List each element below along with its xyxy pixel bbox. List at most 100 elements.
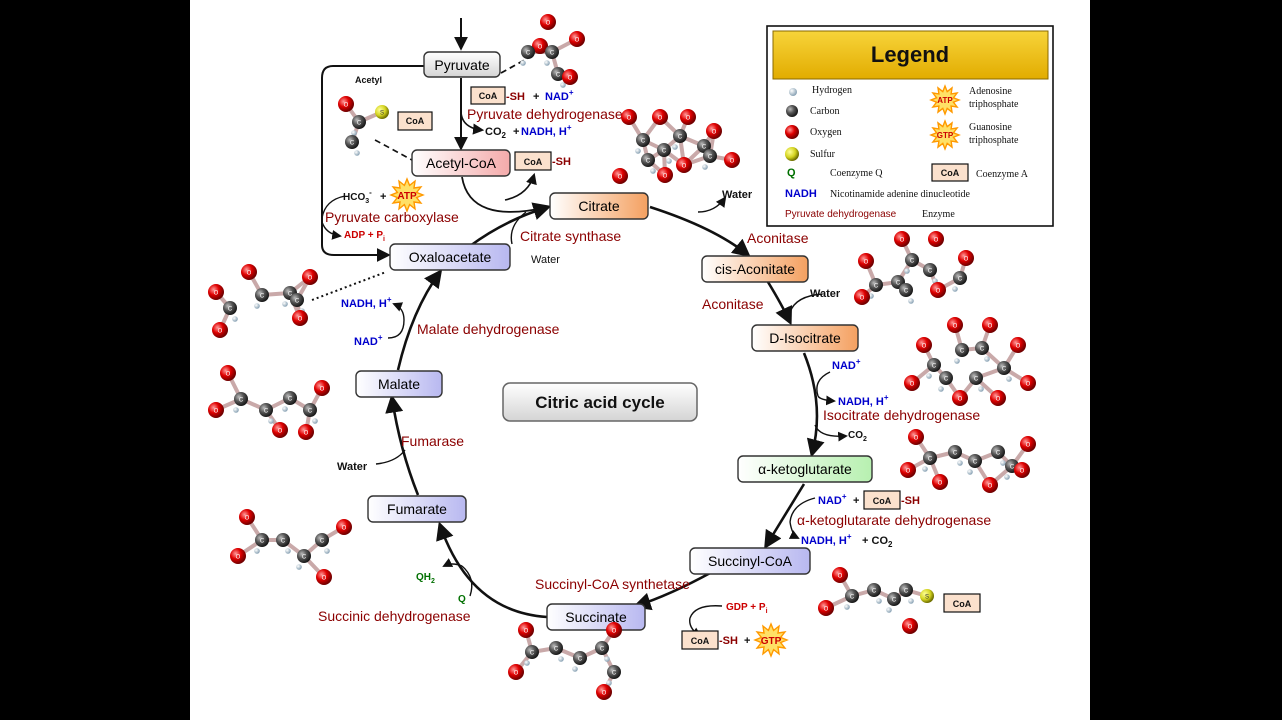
atom-label: C [260,539,265,545]
atom-label: O [988,484,993,490]
atom-label: O [1016,344,1021,350]
atom-label: O [612,629,617,635]
atom-label: C [872,589,877,595]
oxygen-atom [621,109,637,125]
metabolite-cis-aconitate-label: cis-Aconitate [715,261,795,277]
hydrogen-atom [254,303,260,309]
metabolite-d-isocitrate[interactable]: D-Isocitrate [751,324,859,352]
legend-gtp-line2: triphosphate [969,135,1019,146]
atom-label: C [239,398,244,404]
arrow-nadh-out-mdh [392,302,405,321]
atom-label: C [288,397,293,403]
oxygen-atom [338,96,354,112]
metabolite-fumarate[interactable]: Fumarate [367,495,467,523]
metabolite-acetyl-coa[interactable]: Acetyl-CoA [411,149,511,177]
oxygen-atom [220,365,236,381]
oxygen-atom [314,380,330,396]
label-nad-mdh: NAD+ [354,333,383,348]
hydrogen-atom [282,406,288,412]
carbon-atom [259,403,273,417]
metabolite-cis-aconitate[interactable]: cis-Aconitate [701,255,809,283]
oxygen-atom [1020,436,1036,452]
carbon-atom [283,391,297,405]
metabolite-malate[interactable]: Malate [355,370,443,398]
arrow-q-in-sdh [461,565,473,597]
label-nadh-akgdh: NADH, H+ [801,532,852,547]
atom-label: O [568,76,573,82]
atom-label: C [662,149,667,155]
label-co2-pdh: CO2 [485,126,507,140]
atom-label: C [646,159,651,165]
legend-atp-icon [929,84,961,116]
hydrogen-atom [520,60,526,66]
arrow-water-in-fumarase [375,449,406,465]
oxygen-atom [657,167,673,183]
atom-label: O [602,691,607,697]
arrow-qh2-out-sdh [442,558,463,567]
metabolite-succinate[interactable]: Succinate [546,603,646,631]
legend-enzyme-example: Pyruvate dehydrogenase [785,209,897,220]
carbon-atom [521,45,535,59]
metabolite-oxaloacetate[interactable]: Oxaloacetate [389,243,511,271]
legend: Legend Hydrogen Carbon Oxygen Sulfur Q C… [766,25,1054,227]
hydrogen-atom [233,407,239,413]
atom-label: O [1026,382,1031,388]
label-gtp-scs: GTP [761,636,782,647]
carbon-atom [551,67,565,81]
label-sh-scs: -SH [719,635,738,647]
atom-label: O [1026,443,1031,449]
hydrogen-atom [232,316,238,322]
oxygen-atom [652,109,668,125]
legend-coa-badge: CoA [931,163,969,182]
atom-label: C [264,409,269,415]
oxygen-atom [1014,462,1030,478]
atom-label: O [1020,469,1025,475]
label-plus-akgdh: + [853,495,859,507]
carbon-atom [595,641,609,655]
atom-label: C [958,277,963,283]
atom-label: O [953,324,958,330]
svg-text:CoA: CoA [479,91,498,101]
hydrogen-atom [844,604,850,610]
metabolite-citrate-label: Citrate [578,198,619,214]
oxygen-atom [832,567,848,583]
metabolite-d-isocitrate-label: D-Isocitrate [769,330,841,346]
label-plus-scs: + [744,635,750,647]
metabolite-alpha-ketoglutarate[interactable]: α-ketoglutarate [737,455,873,483]
coa-badge-acetyl: CoA [397,111,433,131]
carbon-atom [953,271,967,285]
legend-nadh-desc: Nicotinamide adenine dinucleotide [830,189,971,200]
atom-label: O [514,671,519,677]
atom-label: O [304,431,309,437]
arrow-water-in-aconitase [789,293,823,313]
oxygen-atom [239,509,255,525]
label-nad-akgdh: NAD+ [818,492,847,507]
metabolite-pyruvate[interactable]: Pyruvate [423,51,501,78]
atom-label: C [960,349,965,355]
carbon-atom [673,129,687,143]
metabolite-succinyl-coa[interactable]: Succinyl-CoA [689,547,811,575]
enzyme-malate-dehydrogenase: Malate dehydrogenase [417,321,560,337]
label-water-citrate-out: Water [722,189,753,201]
hydrogen-atom [1004,474,1010,480]
atom-label: C [708,155,713,161]
metabolite-citrate[interactable]: Citrate [549,192,649,220]
dashed-link-acetyl-molecule [374,139,413,161]
cycle-arc-succinate-fumarate [436,521,548,619]
hydrogen-atom [876,598,882,604]
svg-text:CoA: CoA [953,599,972,609]
legend-q-symbol: Q [787,167,796,179]
legend-gtp-symbol: GTP [937,131,954,140]
carbon-atom [345,135,359,149]
hydrogen-atom [650,168,656,174]
enzyme-aconitase-1: Aconitase [747,230,809,246]
carbon-atom [234,392,248,406]
atom-label: C [612,671,617,677]
atom-label: O [730,159,735,165]
atom-label: O [226,372,231,378]
arrow-acetylcoa-citrate [461,176,549,213]
atom-label: S [380,111,384,117]
svg-text:CoA: CoA [691,636,710,646]
